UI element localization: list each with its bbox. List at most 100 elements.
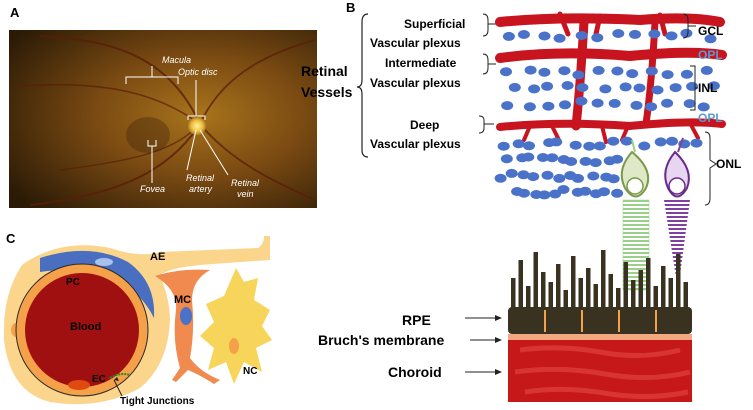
nucleus xyxy=(648,29,661,39)
rpe-villus xyxy=(646,258,651,308)
nucleus xyxy=(561,81,574,90)
nucleus xyxy=(538,31,551,41)
rpe-villus xyxy=(578,278,583,308)
nucleus xyxy=(550,137,563,147)
nucleus xyxy=(686,81,699,91)
retinal-artery-label-2: artery xyxy=(189,184,213,194)
rpe-label: RPE xyxy=(402,312,431,328)
retinal-vessels-label-2: Vessels xyxy=(301,84,353,100)
rpe-bruchs-choroid xyxy=(508,250,692,402)
plexus-labels: Superficial Vascular plexus Intermediate… xyxy=(370,13,496,151)
rod-photoreceptor xyxy=(664,137,690,290)
rpe-villus xyxy=(668,278,673,308)
retinal-layers-diagram xyxy=(494,11,727,291)
superficial-label-1: Superficial xyxy=(404,17,465,31)
nucleus xyxy=(497,141,510,151)
nucleus xyxy=(608,98,621,108)
mc-label: MC xyxy=(174,294,191,306)
retinal-vessels-brace: Retinal Vessels xyxy=(301,13,369,158)
nucleus xyxy=(690,138,703,148)
nucleus xyxy=(589,158,602,168)
bruchs-label: Bruch's membrane xyxy=(318,332,444,348)
rpe-villus xyxy=(593,284,598,308)
choroid-annotation: Choroid xyxy=(388,364,502,380)
nucleus xyxy=(553,173,566,183)
rpe-villus xyxy=(586,268,591,308)
nucleus xyxy=(575,96,588,106)
nucleus xyxy=(500,67,512,77)
superficial-label-2: Vascular plexus xyxy=(370,36,461,50)
ec-label: EC xyxy=(92,374,106,385)
nucleus xyxy=(612,29,625,38)
rpe-villus xyxy=(571,256,576,308)
blood-label: Blood xyxy=(70,321,101,333)
nucleus xyxy=(546,153,559,163)
neuron-cell xyxy=(200,268,272,384)
retinal-vein-label-2: vein xyxy=(237,189,254,199)
pc-label: PC xyxy=(66,277,80,288)
deep-label-1: Deep xyxy=(410,118,439,132)
nucleus xyxy=(654,137,667,147)
nucleus xyxy=(665,31,678,41)
nucleus xyxy=(626,69,639,79)
nucleus xyxy=(501,101,514,111)
rpe-villus xyxy=(556,264,561,308)
nucleus xyxy=(523,102,536,112)
rpe-villus xyxy=(638,270,643,308)
nucleus xyxy=(630,100,643,110)
nucleus xyxy=(666,136,678,146)
rpe-villus xyxy=(518,260,523,308)
fundus-photo xyxy=(9,30,317,208)
nucleus xyxy=(651,85,664,95)
rpe-villus xyxy=(526,286,531,308)
nucleus xyxy=(579,186,592,196)
nucleus xyxy=(607,136,620,146)
rpe-villus xyxy=(623,262,628,308)
rpe-villus xyxy=(653,286,658,308)
nucleus xyxy=(700,65,713,75)
nucleus xyxy=(638,141,651,151)
rpe-villus xyxy=(616,288,621,308)
nucleus xyxy=(680,69,693,79)
nucleus xyxy=(661,70,674,80)
nucleus xyxy=(537,153,549,162)
nucleus xyxy=(633,83,646,93)
vessel-endothelium xyxy=(15,263,149,397)
nucleus xyxy=(680,28,693,38)
nucleus xyxy=(541,170,554,180)
nucleus xyxy=(591,98,604,108)
nucleus xyxy=(502,31,515,41)
intermediate-label-2: Vascular plexus xyxy=(370,76,461,90)
rpe-villus xyxy=(676,254,681,308)
muller-cell xyxy=(155,269,220,384)
nucleus xyxy=(517,30,530,39)
nucleus xyxy=(518,188,530,198)
nucleus xyxy=(707,81,720,91)
panel-a-label: A xyxy=(10,5,20,20)
nucleus xyxy=(500,154,513,164)
nucleus xyxy=(704,34,717,44)
rpe-villus xyxy=(661,266,666,308)
optic-disc-annotation: Optic disc xyxy=(178,67,218,120)
ae-label: AE xyxy=(150,251,165,263)
nucleus xyxy=(592,65,605,75)
nucleus xyxy=(512,139,525,149)
intermediate-label-1: Intermediate xyxy=(385,56,457,70)
rpe-villus xyxy=(608,274,613,308)
retinal-vein-label-1: Retinal xyxy=(231,178,260,188)
nuclei-cluster xyxy=(494,28,720,200)
nucleus xyxy=(508,82,521,92)
nucleus xyxy=(645,102,658,112)
optic-disc-label: Optic disc xyxy=(178,67,218,77)
nucleus xyxy=(524,65,537,75)
nucleus xyxy=(569,140,582,150)
nucleus xyxy=(572,70,585,80)
nucleus xyxy=(538,67,551,77)
tight-junctions-label: Tight Junctions xyxy=(120,396,195,407)
panel-b-label: B xyxy=(346,0,355,15)
macula-annotation: Macula xyxy=(125,55,191,84)
gcl-label: GCL xyxy=(698,24,723,38)
onl-label: ONL xyxy=(716,157,741,171)
nucleus xyxy=(517,170,530,180)
